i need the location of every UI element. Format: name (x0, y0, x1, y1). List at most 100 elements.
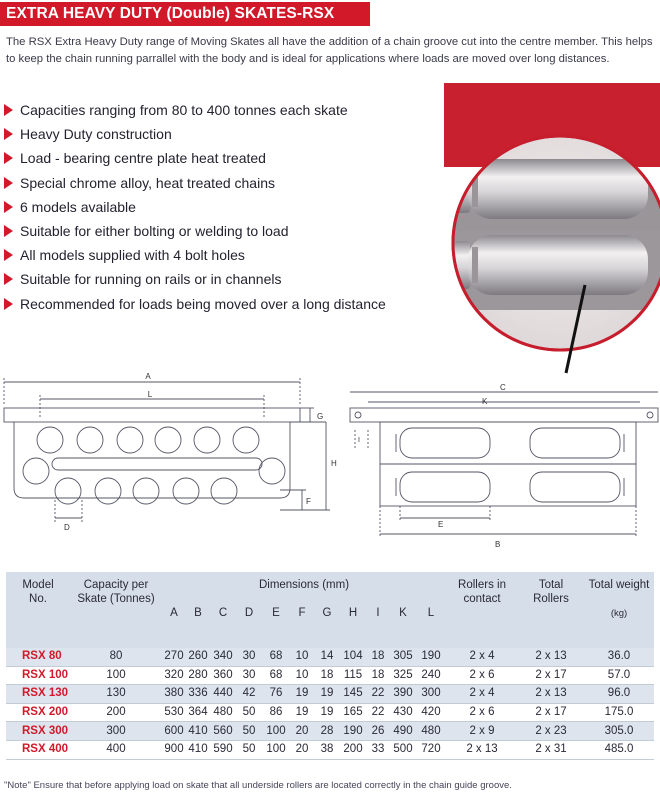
dimension-cell: 19 (295, 687, 309, 700)
dimension-cell: 320 (164, 668, 184, 681)
dim-label-e: E (438, 520, 443, 529)
dimension-cell: 20 (295, 743, 309, 756)
bullet-triangle-icon (4, 152, 13, 165)
header-dim-k: K (399, 607, 407, 619)
dimension-cell: 364 (188, 706, 208, 719)
capacity-cell: 100 (106, 668, 126, 681)
header-dim-i: I (376, 607, 380, 619)
header-model: Model No. (22, 579, 54, 605)
dimension-cell: 165 (343, 706, 363, 719)
header-capacity: Capacity per Skate (Tonnes) (77, 579, 155, 605)
capacity-cell: 300 (106, 724, 126, 737)
dimension-cell: 240 (421, 668, 441, 681)
dimension-cell: 280 (188, 668, 208, 681)
dimension-cell: 410 (188, 724, 208, 737)
dimension-cell: 30 (242, 650, 256, 663)
dimension-cell: 305 (393, 650, 413, 663)
dimension-cell: 480 (213, 706, 233, 719)
dimension-cell: 76 (269, 687, 283, 700)
bullet-triangle-icon (4, 104, 13, 116)
model-cell: RSX 130 (22, 687, 69, 700)
header-rollers-contact: Rollers in contact (458, 579, 506, 605)
dimension-cell: 480 (421, 724, 441, 737)
dim-label-h: H (331, 459, 337, 468)
side-view-drawing: A L G H F (3, 372, 337, 532)
dim-label-d: D (64, 523, 70, 532)
dimension-cell: 560 (213, 724, 233, 737)
header-dim-b: B (194, 607, 202, 619)
model-cell: RSX 200 (22, 706, 69, 719)
dimension-cell: 19 (320, 687, 334, 700)
dimension-cell: 145 (343, 687, 363, 700)
dimension-cell: 270 (164, 650, 184, 663)
total-weight-cell: 305.0 (604, 724, 634, 737)
dimension-cell: 336 (188, 687, 208, 700)
upper-rollers (36, 426, 260, 454)
dim-label-l: L (148, 390, 153, 399)
dimension-cell: 430 (393, 706, 413, 719)
total-rollers-cell: 2 x 17 (535, 668, 567, 681)
dimension-cell: 18 (371, 668, 385, 681)
dimension-cell: 19 (320, 706, 334, 719)
dimension-cell: 68 (269, 650, 283, 663)
feature-list: Capacities ranging from 80 to 400 tonnes… (4, 99, 444, 317)
dimension-cell: 30 (242, 668, 256, 681)
total-weight-cell: 96.0 (607, 687, 631, 700)
capacity-cell: 130 (106, 687, 126, 700)
model-cell: RSX 100 (22, 668, 69, 681)
feature-item: Suitable for running on rails or in chan… (4, 268, 444, 292)
capacity-cell: 200 (106, 706, 126, 719)
total-rollers-cell: 2 x 17 (535, 706, 567, 719)
header-dim-g: G (322, 607, 332, 619)
total-weight-cell: 36.0 (607, 650, 631, 663)
dim-label-a: A (145, 372, 151, 381)
rollers-contact-cell: 2 x 13 (466, 743, 498, 756)
dimension-cell: 10 (295, 668, 309, 681)
total-rollers-cell: 2 x 31 (535, 743, 567, 756)
dimension-cell: 50 (242, 743, 256, 756)
model-cell: RSX 400 (22, 743, 69, 756)
lower-rollers (54, 477, 238, 505)
model-cell: RSX 300 (22, 724, 69, 737)
bullet-triangle-icon (4, 249, 13, 262)
model-cell: RSX 80 (22, 650, 62, 663)
dim-label-g: G (317, 412, 323, 421)
dimension-cell: 200 (343, 743, 363, 756)
dimension-cell: 19 (295, 706, 309, 719)
dimension-cell: 590 (213, 743, 233, 756)
rollers-contact-cell: 2 x 9 (469, 724, 495, 737)
dimension-cell: 720 (421, 743, 441, 756)
bullet-triangle-icon (4, 128, 13, 141)
dimension-cell: 190 (343, 724, 363, 737)
feature-item: All models supplied with 4 bolt holes (4, 244, 444, 268)
bullet-triangle-icon (4, 273, 13, 286)
dimension-cell: 190 (421, 650, 441, 663)
dimension-cell: 68 (269, 668, 283, 681)
dimension-cell: 50 (242, 724, 256, 737)
total-weight-cell: 57.0 (607, 668, 631, 681)
header-dim-l: L (427, 607, 435, 619)
rollers-contact-cell: 2 x 6 (469, 668, 495, 681)
total-weight-cell: 485.0 (604, 743, 634, 756)
dimension-cell: 28 (320, 724, 334, 737)
dim-label-i: I (358, 437, 360, 444)
dim-label-k: K (482, 397, 488, 406)
dimension-cell: 100 (266, 724, 286, 737)
feature-item: Heavy Duty construction (4, 123, 444, 147)
header-dim-c: C (218, 607, 228, 619)
feature-item: Load - bearing centre plate heat treated (4, 147, 444, 171)
feature-item: Suitable for either bolting or welding t… (4, 220, 444, 244)
dimension-cell: 50 (242, 706, 256, 719)
dimension-cell: 22 (371, 706, 385, 719)
rollers-contact-cell: 2 x 4 (469, 687, 495, 700)
dimension-drawings: A L G H F (3, 372, 659, 549)
bullet-triangle-icon (4, 297, 13, 310)
header-dim-e: E (272, 607, 280, 619)
header-dim-d: D (244, 607, 254, 619)
dimension-cell: 340 (213, 650, 233, 663)
